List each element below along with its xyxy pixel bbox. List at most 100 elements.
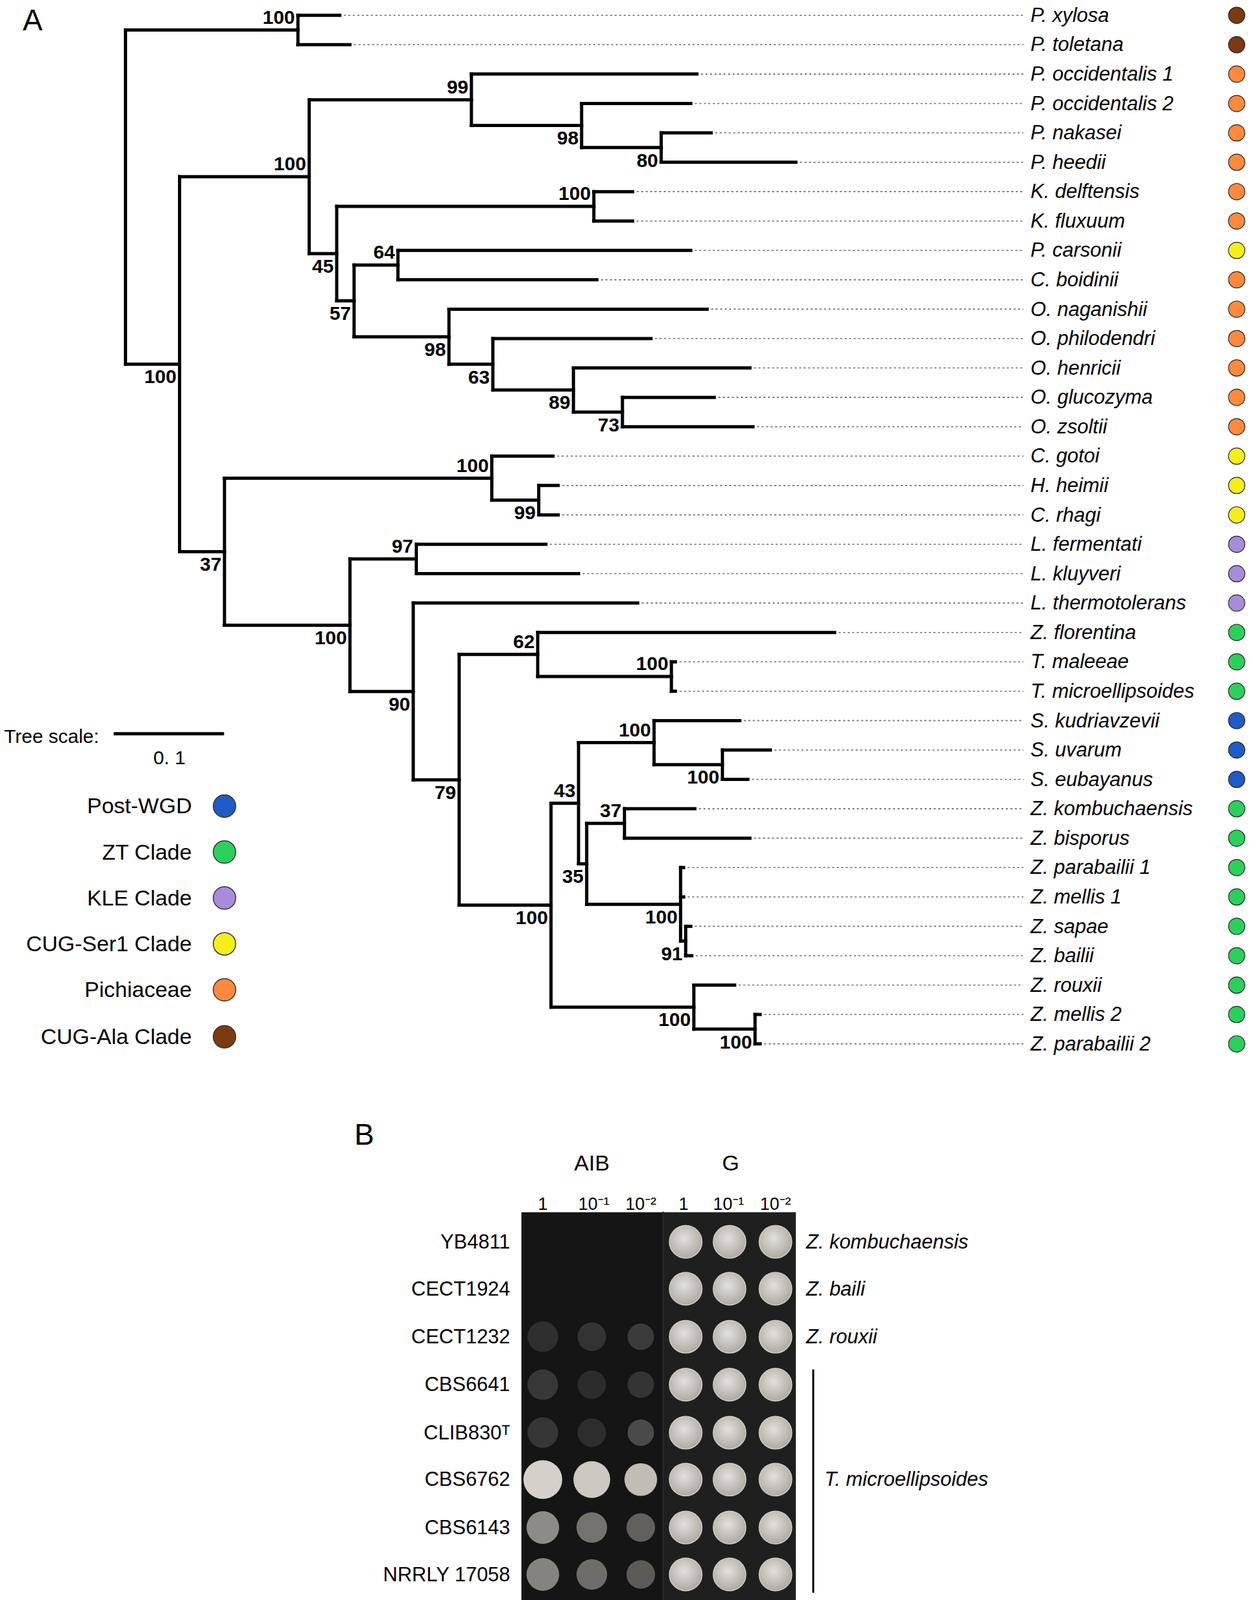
taxon-name: P. occidentalis 2 (1030, 92, 1174, 116)
tree-branch (336, 204, 594, 208)
taxon-name: Z. kombuchaensis (1030, 797, 1194, 821)
strain-name: CECT1232 (411, 1325, 511, 1349)
group-bracket (812, 1370, 815, 1592)
tree-branch (459, 903, 551, 907)
clade-dot (1228, 829, 1245, 847)
yeast-spot (713, 1558, 747, 1591)
tree-branch (578, 740, 654, 745)
clade-dot (1228, 947, 1245, 964)
bootstrap-value: 100 (635, 653, 669, 674)
clade-dot (1228, 418, 1245, 435)
legend-text: Pichiaceae (84, 976, 192, 1003)
scale-bar (115, 731, 223, 736)
bootstrap-value: 63 (468, 367, 490, 387)
taxon-name: S. uvarum (1030, 738, 1122, 762)
yeast-spot (759, 1463, 792, 1497)
taxon-name: P. heedii (1030, 150, 1106, 175)
dilution-label: 10⁻² (759, 1194, 791, 1215)
leader-dots (699, 808, 1024, 810)
tree-branch (661, 160, 796, 164)
taxon-name: L. thermotolerans (1030, 591, 1186, 615)
yeast-spot (527, 1369, 558, 1400)
tree-branch (179, 175, 309, 179)
yeast-spot (577, 1370, 607, 1399)
tree-branch (448, 307, 707, 311)
tree-branch (586, 902, 681, 907)
tree-branch (125, 28, 298, 32)
yeast-spot (627, 1323, 654, 1350)
tree-branch (448, 362, 493, 366)
legend-swatch (213, 886, 237, 910)
tree-branch (224, 476, 493, 480)
yeast-spot (759, 1558, 792, 1591)
bootstrap-value: 99 (513, 503, 536, 523)
yeast-spot (627, 1419, 654, 1446)
tree-branch (586, 821, 625, 825)
tree-branch (308, 98, 472, 102)
strain-name: CLIB830ᵀ (423, 1421, 511, 1445)
tree-branch (537, 675, 672, 679)
tree-branch (350, 557, 417, 561)
bootstrap-value: 64 (373, 242, 395, 262)
yeast-spot (759, 1320, 792, 1353)
tree-branch (581, 145, 662, 149)
bootstrap-value: 90 (388, 694, 411, 714)
leader-dots (354, 44, 1024, 46)
tree-branch (573, 410, 623, 414)
bootstrap-value: 100 (686, 767, 720, 787)
tree-branch (573, 366, 750, 370)
medium-label: G (722, 1150, 740, 1176)
bootstrap-value: 97 (391, 536, 413, 556)
leader-dots (718, 396, 1024, 398)
clade-dot (1228, 565, 1245, 582)
clade-dot (1228, 242, 1245, 259)
legend-swatch (213, 932, 237, 956)
bootstrap-value: 100 (558, 183, 591, 204)
leader-dots (764, 1043, 1024, 1045)
leader-dots (655, 337, 1024, 340)
leader-dots (695, 249, 1024, 251)
tree-branch (354, 263, 398, 267)
clade-dot (1228, 36, 1245, 53)
scale-value: 0. 1 (153, 746, 186, 770)
agar-plate (521, 1212, 664, 1600)
tree-branch (622, 395, 714, 400)
bootstrap-value: 79 (434, 782, 456, 803)
tree-branch (492, 336, 651, 340)
legend-text: Post-WGD (87, 793, 192, 819)
strain-name: YB4811 (440, 1230, 511, 1254)
bootstrap-value: 45 (312, 256, 334, 277)
clade-dot (1228, 653, 1245, 671)
taxon-name: O. glucozyma (1030, 385, 1154, 409)
clade-dot (1228, 183, 1245, 200)
yeast-spot (577, 1322, 607, 1352)
agar-plate (662, 1212, 796, 1600)
yeast-spot (759, 1225, 792, 1259)
leader-dots (601, 279, 1024, 281)
bootstrap-value: 89 (548, 392, 571, 413)
legend-text: KLE Clade (87, 885, 193, 911)
yeast-spot (573, 1461, 611, 1499)
strain-name: CBS6143 (424, 1516, 511, 1540)
leader-dots (695, 926, 1024, 928)
yeast-spot (576, 1559, 607, 1590)
taxon-name: P. nakasei (1030, 121, 1122, 145)
taxon-name: P. occidentalis 1 (1030, 62, 1174, 86)
leader-dots (687, 896, 1024, 898)
leader-dots (743, 720, 1024, 722)
tree-branch (550, 801, 579, 805)
yeast-spot (669, 1510, 703, 1544)
tree-branch (722, 748, 770, 752)
leader-dots (679, 690, 1024, 692)
leader-dots (757, 426, 1024, 428)
strain-name: CBS6762 (424, 1467, 511, 1491)
yeast-spot (713, 1272, 747, 1306)
tree-branch (653, 719, 740, 723)
yeast-spot (576, 1512, 607, 1543)
tree-branch (179, 550, 225, 554)
taxon-name: Z. mellis 1 (1030, 885, 1122, 909)
tree-branch (416, 542, 547, 546)
legend-text: CUG-Ser1 Clade (25, 931, 192, 957)
tree-branch (622, 424, 754, 429)
yeast-spot (759, 1510, 792, 1544)
